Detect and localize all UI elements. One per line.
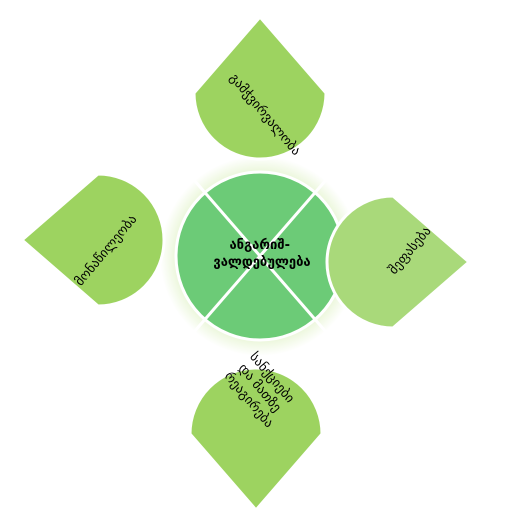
petal-left [19,172,166,308]
petal-top [192,14,328,161]
center-label: ანგარიშ- ვალდებულება [213,238,310,270]
petal-bottom [188,366,324,513]
petal-right [325,194,472,330]
center-node [174,170,346,342]
center-cross-line-b [192,179,328,333]
